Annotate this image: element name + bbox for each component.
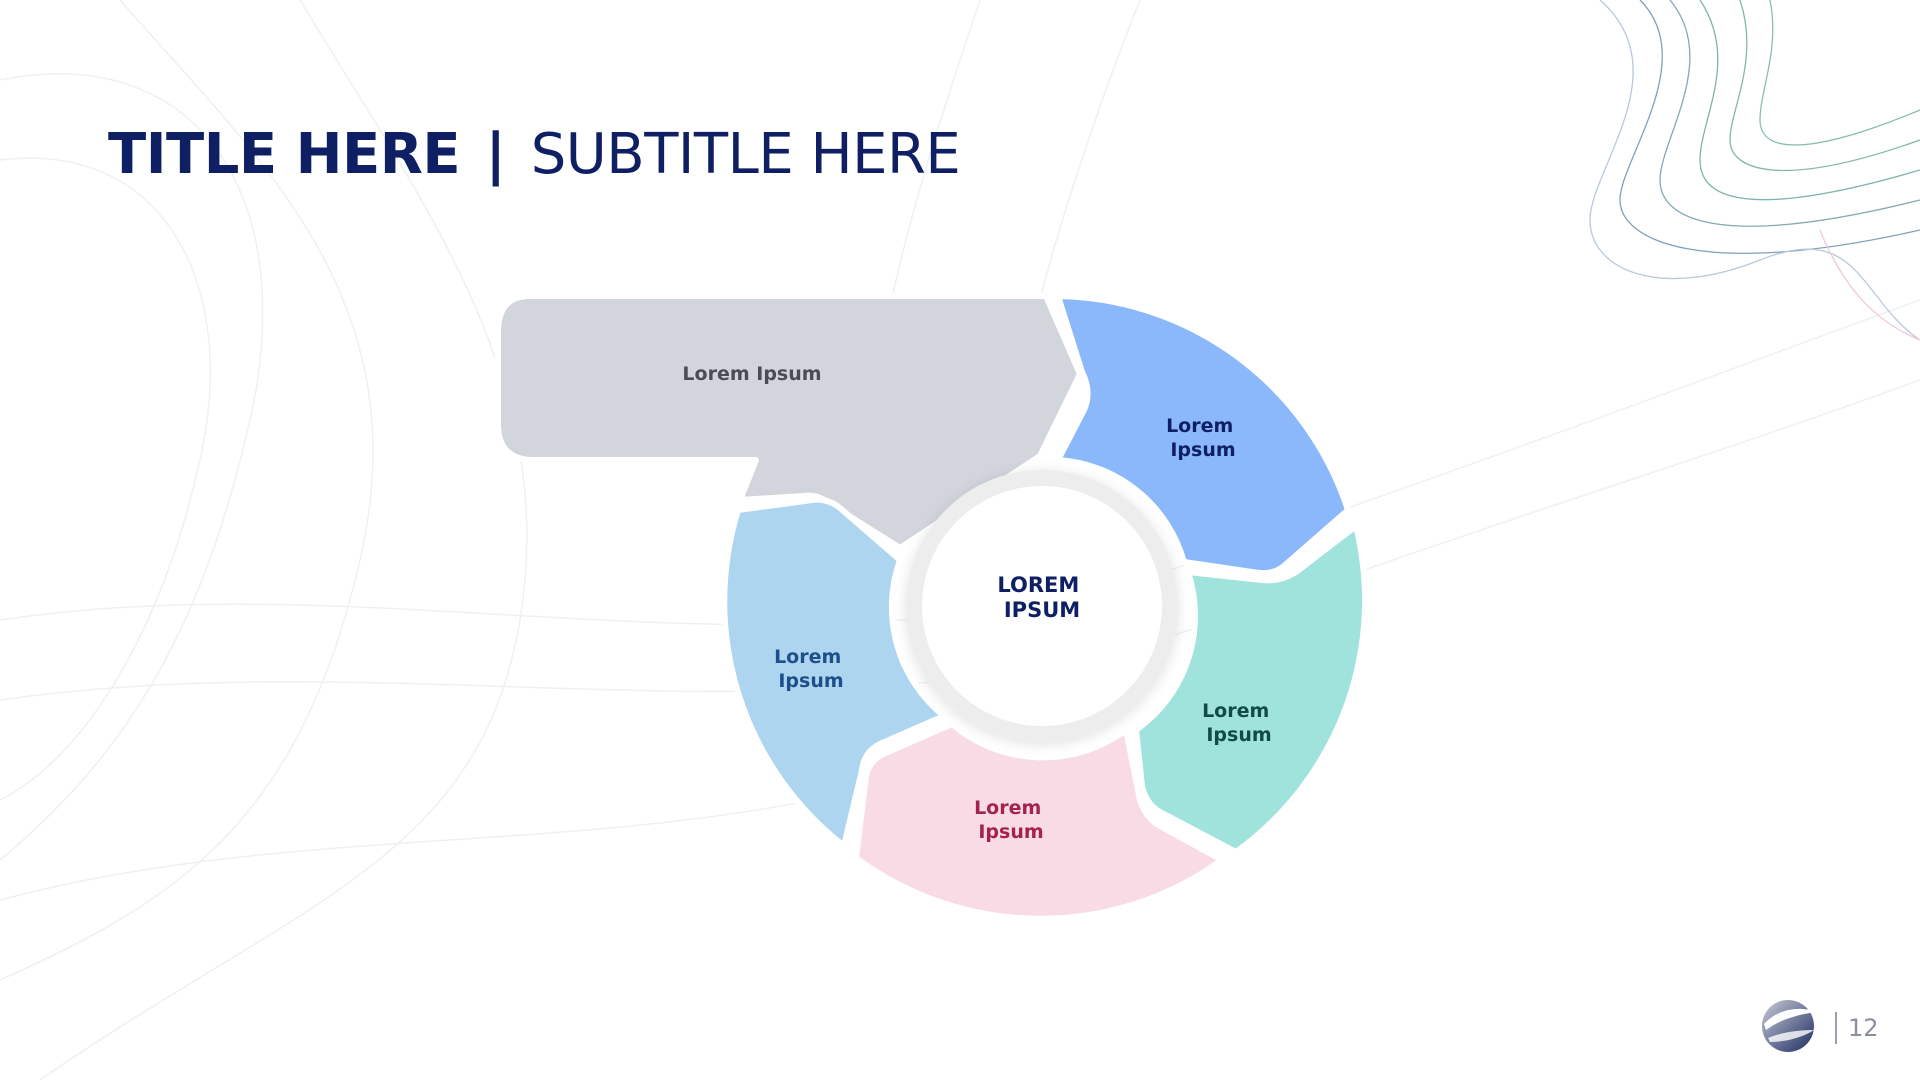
segment-label-blue-line2: Ipsum xyxy=(1170,439,1235,461)
title-text: TITLE HERE xyxy=(108,122,461,187)
center-circle xyxy=(922,486,1162,726)
slide-title: TITLE HERE | SUBTITLE HERE xyxy=(108,122,961,187)
center-label-line2: IPSUM xyxy=(1004,598,1080,622)
segment-label-pink-line1: Lorem xyxy=(974,797,1041,819)
segment-label-light-blue: Lorem Ipsum xyxy=(774,646,848,692)
company-logo-icon xyxy=(1762,1000,1816,1052)
segment-label-teal-line1: Lorem xyxy=(1202,700,1269,722)
segment-label-pink-line2: Ipsum xyxy=(978,821,1043,843)
footer-divider xyxy=(1835,1012,1837,1044)
segment-label-teal: Lorem Ipsum xyxy=(1202,700,1276,746)
segment-label-top-banner: Lorem Ipsum xyxy=(682,363,821,385)
segment-pink xyxy=(853,721,1225,922)
segment-label-light-blue-line1: Lorem xyxy=(774,646,841,668)
segment-blue xyxy=(1055,293,1351,577)
page-number: 12 xyxy=(1848,1014,1879,1042)
segment-light-blue xyxy=(721,496,947,849)
segment-label-teal-line2: Ipsum xyxy=(1206,724,1271,746)
segment-label-blue-line1: Lorem xyxy=(1166,415,1233,437)
segment-teal xyxy=(1133,523,1369,855)
center-label: LOREM IPSUM xyxy=(997,573,1086,622)
title-separator: | xyxy=(485,122,506,187)
segment-label-pink: Lorem Ipsum xyxy=(974,797,1048,843)
center-label-line1: LOREM xyxy=(997,573,1079,597)
segment-label-light-blue-line2: Ipsum xyxy=(778,670,843,692)
subtitle-text: SUBTITLE HERE xyxy=(530,122,961,187)
segment-label-blue: Lorem Ipsum xyxy=(1166,415,1240,461)
